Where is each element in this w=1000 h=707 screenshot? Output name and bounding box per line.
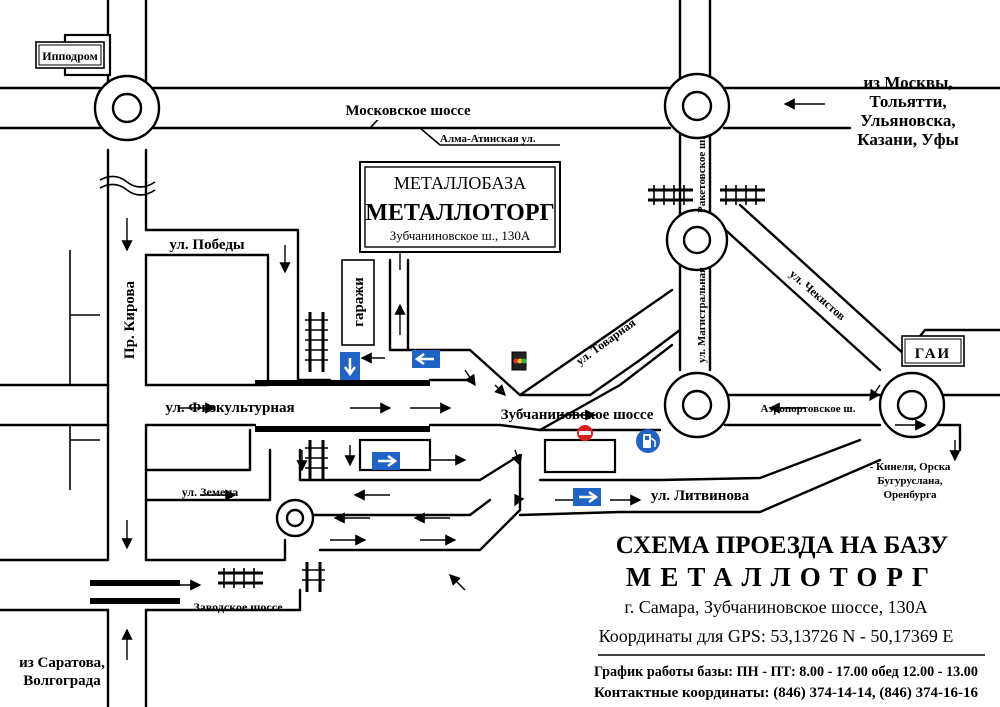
svg-text:Оренбурга: Оренбурга — [883, 489, 937, 501]
gai-box: ГАИ — [901, 335, 965, 367]
street-alma-ata: Алма-Атинская ул. — [440, 133, 536, 145]
street-litvinova: ул. Литвинова — [651, 488, 750, 504]
street-moskovskoe: Московское шоссе — [345, 103, 471, 119]
street-fizkultura: ул. Физкультурная — [165, 400, 294, 416]
base-sign-line1: МЕТАЛЛОБАЗА — [394, 173, 526, 193]
svg-text:из Саратова,: из Саратова, — [19, 655, 105, 671]
ippodrom-label: Ипподром — [42, 49, 98, 63]
gps-text: Координаты для GPS: 53,13726 N - 50,1736… — [599, 626, 954, 646]
destination-kinel: - Кинеля, Орска Бугуруслана, Оренбурга — [870, 461, 951, 501]
svg-text:Бугуруслана,: Бугуруслана, — [877, 475, 943, 487]
street-zemetsa: ул. Земеца — [182, 485, 239, 499]
destination-saratov: из Саратова, Волгограда — [19, 655, 105, 689]
base-sign: МЕТАЛЛОБАЗА МЕТАЛЛОТОРГ Зубчаниновское ш… — [359, 161, 561, 253]
svg-text:Волгограда: Волгограда — [23, 673, 101, 689]
title-line2: МЕТАЛЛОТОРГ — [626, 562, 938, 592]
street-magistralnaya: ул. Магистральная — [696, 267, 708, 363]
garages-box: гаражи — [341, 259, 375, 346]
contact-info: г. Самара, Зубчаниновское шоссе, 130А Ко… — [594, 597, 985, 701]
bridge-marker — [99, 175, 156, 196]
street-raketnoe: Ракетовское ш. — [696, 137, 708, 213]
fuel-station-icon — [636, 429, 660, 453]
street-tovarnaya: ул. Товарная — [573, 315, 638, 368]
direction-arrows — [121, 98, 961, 660]
roundabouts — [93, 72, 946, 538]
base-sign-line3: Зубчаниновское ш., 130А — [390, 228, 531, 243]
ippodrom-box: Ипподром — [35, 41, 105, 69]
arrow-right-sign-icon — [573, 488, 601, 506]
street-pobedy: ул. Победы — [169, 237, 245, 253]
destination-moscow: из Москвы, Тольятти, Ульяновска, Казани,… — [857, 73, 959, 149]
svg-text:Тольятти,: Тольятти, — [869, 92, 946, 111]
street-zavodskoe: Заводское шоссе — [193, 600, 283, 614]
svg-text:- Кинеля, Орска: - Кинеля, Орска — [870, 461, 951, 473]
gai-label: ГАИ — [915, 346, 951, 362]
map-title: СХЕМА ПРОЕЗДА НА БАЗУ МЕТАЛЛОТОРГ — [616, 532, 949, 592]
street-zubchaninovskoe: Зубчаниновское шоссе — [501, 407, 654, 423]
svg-text:Ульяновска,: Ульяновска, — [860, 111, 955, 130]
svg-text:Казани, Уфы: Казани, Уфы — [857, 130, 959, 149]
railway-crossing-icon — [218, 185, 765, 592]
arrow-left-sign-icon — [412, 350, 440, 368]
title-line1: СХЕМА ПРОЕЗДА НА БАЗУ — [616, 532, 949, 559]
base-sign-line2: МЕТАЛЛОТОРГ — [365, 200, 555, 226]
rail-barriers — [90, 380, 430, 604]
arrow-down-sign-icon — [340, 352, 360, 380]
street-aeroport: Аэропортовское ш. — [761, 403, 856, 415]
no-entry-icon — [577, 425, 593, 441]
hours-text: График работы базы: ПН - ПТ: 8.00 - 17.0… — [594, 664, 978, 680]
traffic-light-icon — [511, 351, 527, 371]
garages-label: гаражи — [351, 277, 367, 327]
svg-text:из Москвы,: из Москвы, — [863, 73, 952, 92]
street-kirova: Пр. Кирова — [122, 280, 138, 359]
arrow-right-sign-icon — [372, 452, 400, 470]
address-text: г. Самара, Зубчаниновское шоссе, 130А — [624, 597, 927, 617]
contacts-text: Контактные координаты: (846) 374-14-14, … — [594, 685, 978, 701]
